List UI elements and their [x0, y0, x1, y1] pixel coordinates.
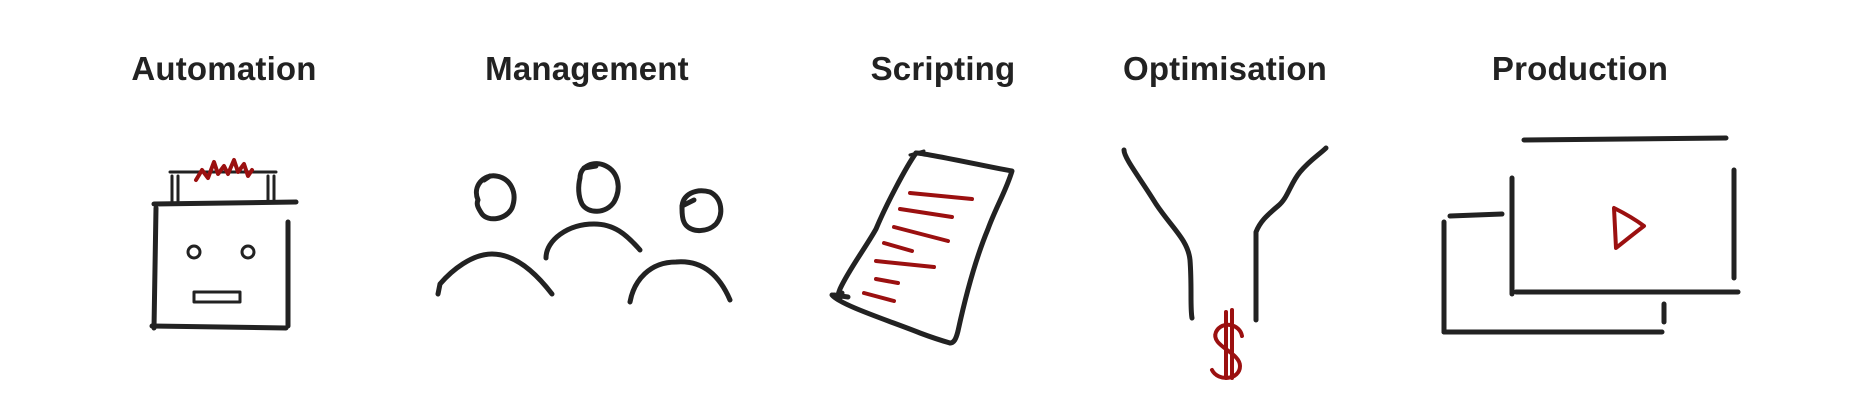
people-group-icon: [435, 161, 733, 305]
robot-icon: [149, 158, 299, 331]
video-player-icon: [1441, 135, 1741, 335]
funnel-dollar-icon: [1121, 145, 1329, 380]
label-optimisation: Optimisation: [1122, 50, 1328, 87]
label-production: Production: [1491, 50, 1669, 87]
script-document-icon: [829, 149, 1015, 346]
label-scripting: Scripting: [870, 50, 1016, 87]
label-automation: Automation: [131, 50, 317, 87]
label-management: Management: [485, 50, 689, 87]
